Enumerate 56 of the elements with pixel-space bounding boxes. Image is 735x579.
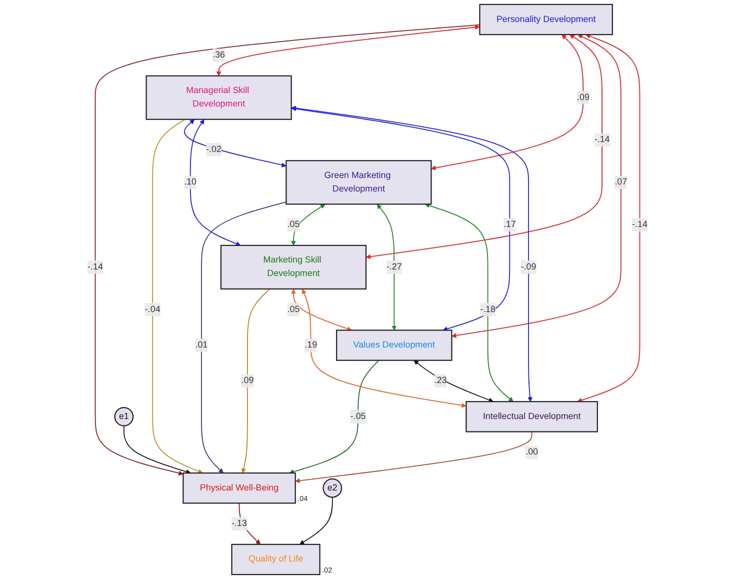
edge-label: .23 [434, 376, 447, 386]
edge-label: .09 [241, 376, 254, 386]
node-box: Values Development [336, 330, 452, 361]
arrow [123, 425, 191, 474]
edge-label: -.18 [480, 304, 496, 314]
edge-label: .05 [287, 304, 300, 314]
edge-label: .07 [614, 177, 628, 187]
arrow [291, 288, 352, 332]
arrow [152, 118, 203, 474]
arrow [376, 204, 397, 330]
edge-label: -.13 [232, 518, 247, 528]
edge-label: .05 [287, 220, 300, 230]
edge-label: .36 [212, 50, 226, 60]
node-box: Physical Well-Being [182, 472, 296, 504]
arrow [424, 203, 514, 402]
arrow [295, 431, 532, 484]
node-box: Managerial Skill Development [146, 75, 292, 120]
edge-label: .17 [503, 220, 516, 230]
arrow [289, 360, 380, 474]
arrow [190, 119, 241, 246]
edge-label: -.09 [520, 262, 536, 272]
arrow [302, 288, 466, 408]
edge-label: -.02 [206, 144, 222, 154]
arrow [291, 106, 532, 402]
arrow [241, 288, 270, 474]
arrow [291, 204, 326, 246]
arrow [238, 502, 261, 545]
arrow [291, 106, 510, 332]
edge-label: .19 [304, 340, 318, 350]
edge-label: -.14 [594, 134, 610, 144]
arrow [430, 34, 584, 170]
edge-label: -.14 [632, 220, 648, 230]
edge-label: .01 [195, 340, 208, 350]
edge-label: -.04 [144, 304, 160, 314]
edge-label: -.05 [350, 412, 366, 422]
arrow [201, 202, 287, 474]
node-box: Intellectual Development [466, 401, 598, 432]
node-circle: e2 [322, 478, 342, 498]
arrow [216, 24, 480, 76]
node-box: Personality Development [479, 4, 613, 36]
arrow [184, 119, 286, 168]
arrow [414, 360, 494, 402]
edge-label: -.14 [88, 262, 103, 272]
edge-label: -.27 [386, 262, 402, 272]
arrow [452, 34, 622, 338]
node-box: Quality of Life [231, 544, 320, 576]
arrow [577, 34, 640, 403]
node-box: Green Marketing Development [286, 160, 432, 205]
arrow [299, 496, 333, 545]
node-box: Marketing Skill Development [220, 244, 367, 290]
arrow [94, 24, 480, 476]
arrow [366, 34, 602, 260]
edge-label: .09 [577, 92, 590, 102]
edge-label: .00 [526, 447, 538, 457]
edge-label: .10 [184, 177, 196, 187]
node-circle: e1 [114, 406, 134, 426]
